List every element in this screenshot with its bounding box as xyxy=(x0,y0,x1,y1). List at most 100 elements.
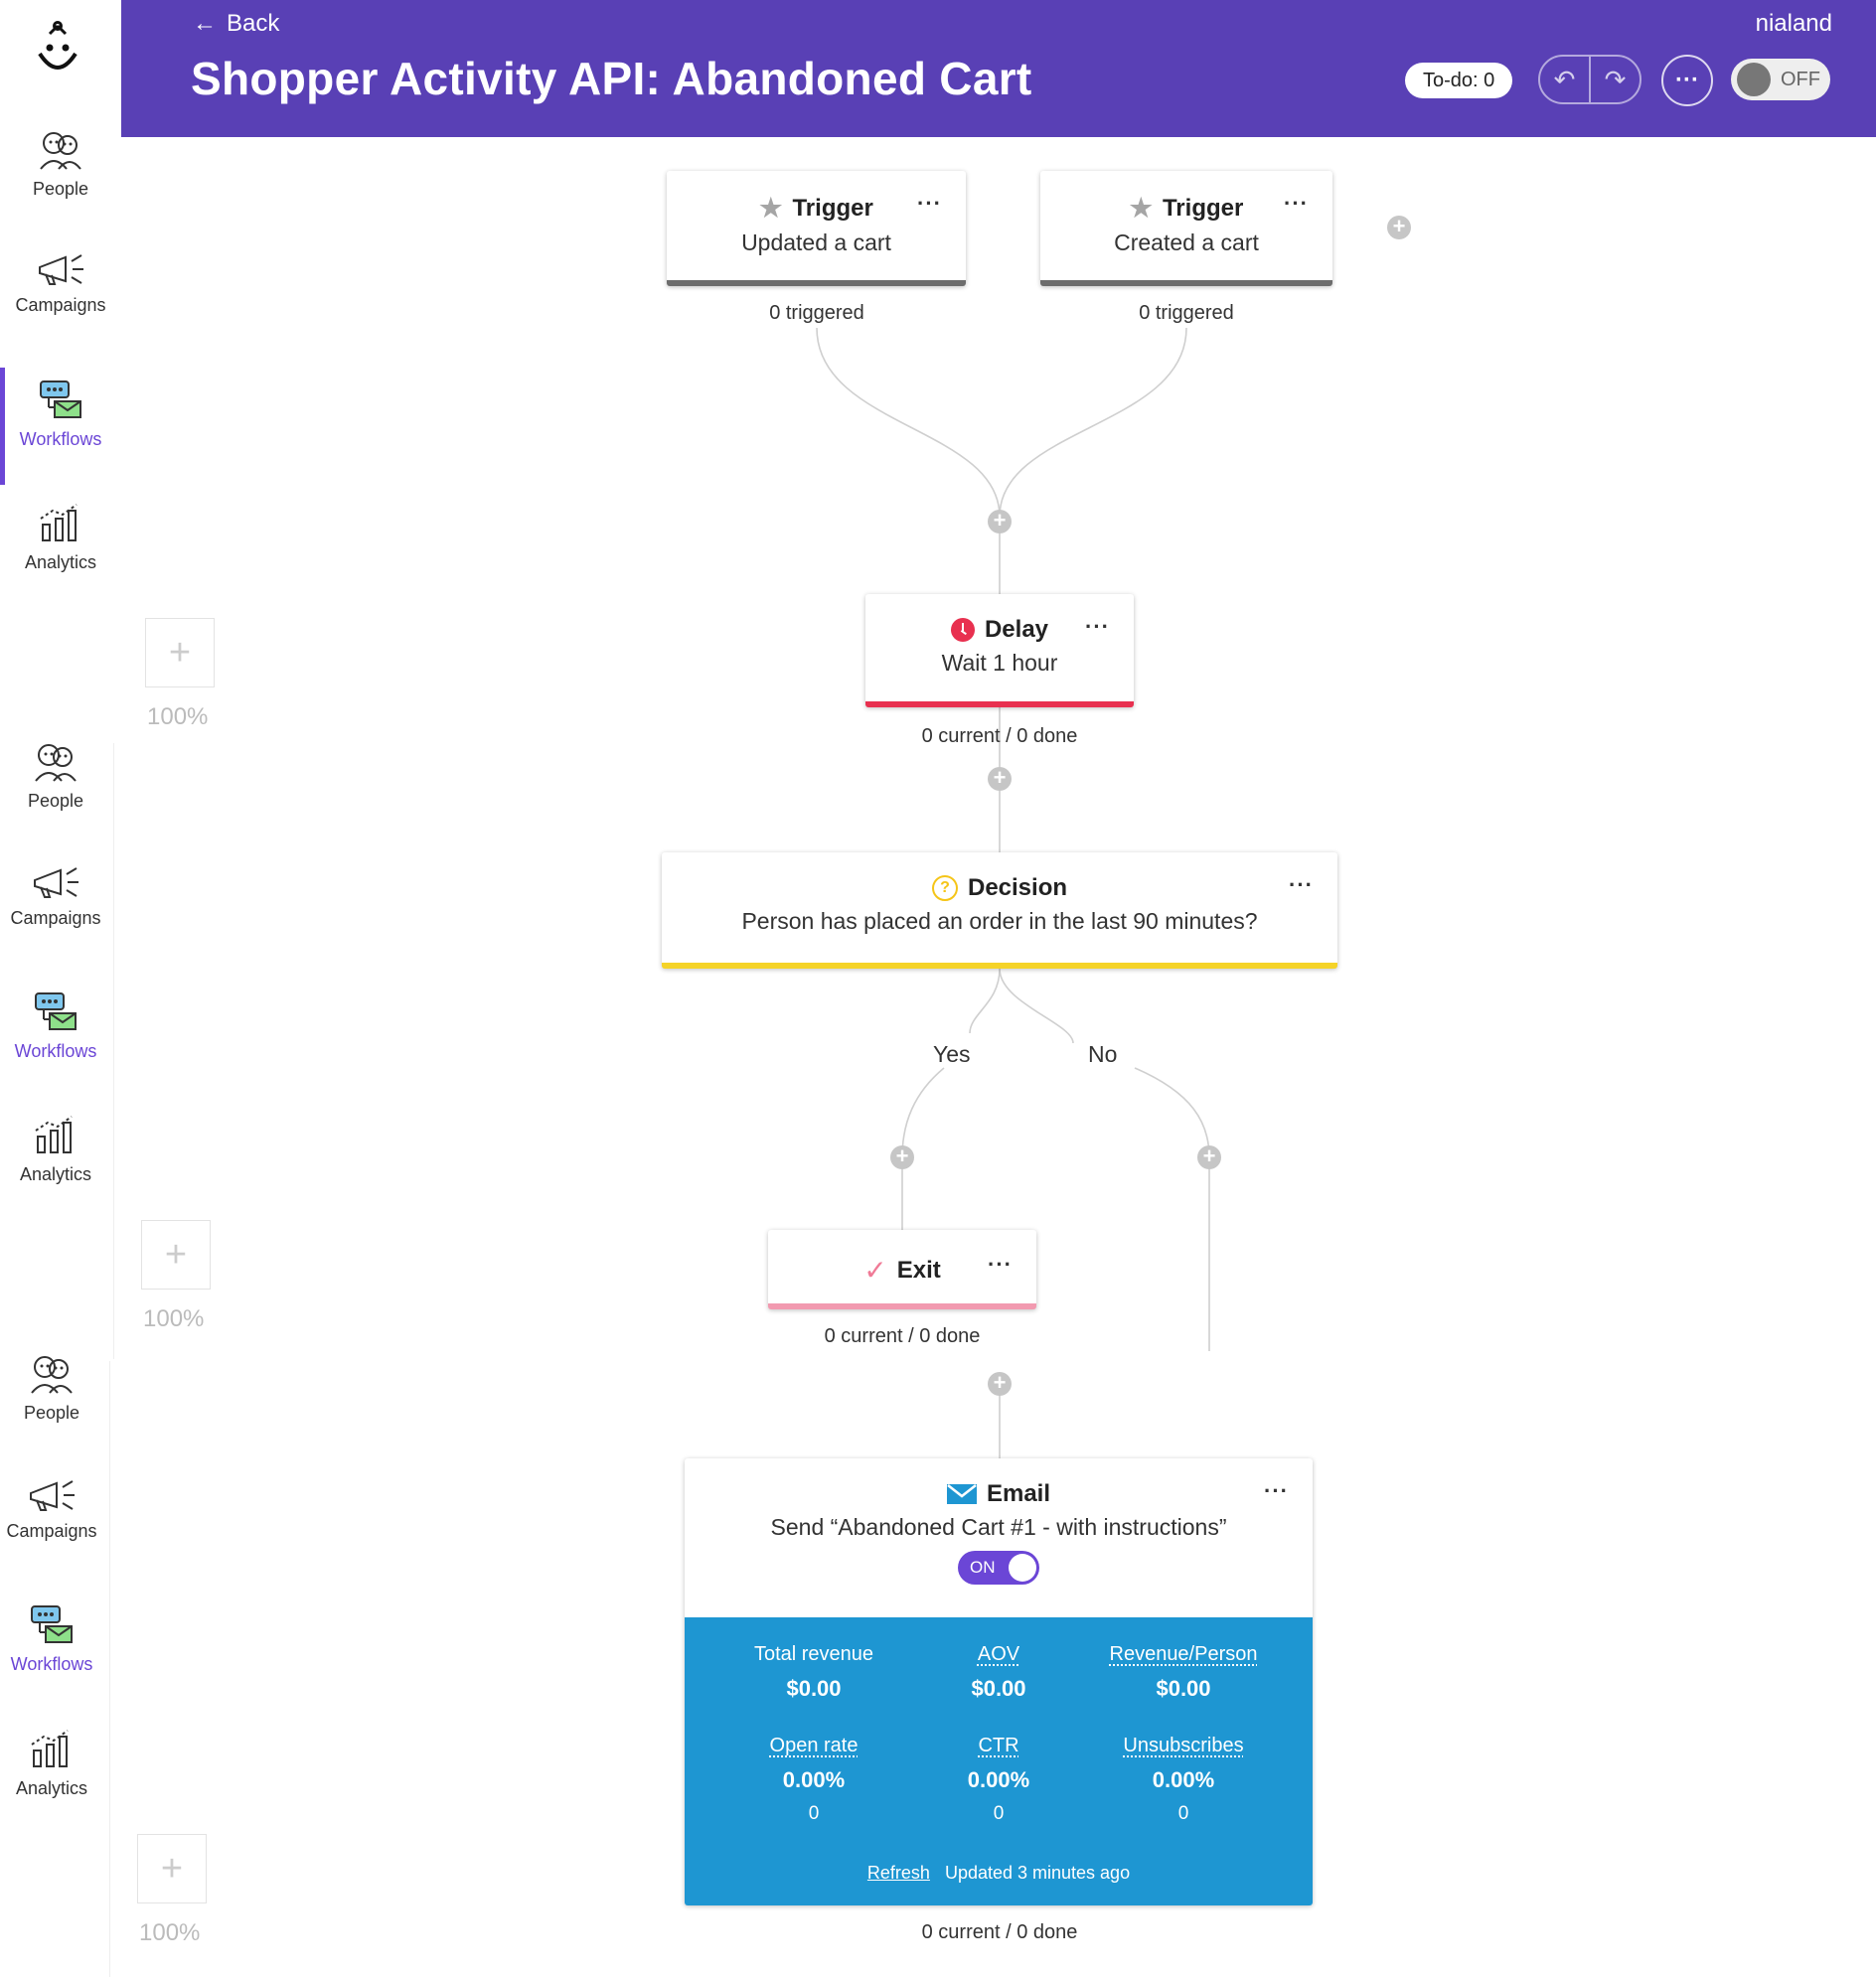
zoom-level: 100% xyxy=(143,1305,205,1332)
envelope-icon xyxy=(946,1484,977,1504)
sidebar-item-label: People xyxy=(27,791,84,811)
node-menu-button[interactable]: ··· xyxy=(1289,872,1314,897)
people-icon xyxy=(40,132,81,170)
stat-unsubscribes: Unsubscribes 0.00% 0 xyxy=(1123,1735,1244,1824)
trigger-count: 0 triggered xyxy=(769,302,864,324)
todo-badge[interactable]: To-do: 0 xyxy=(1405,63,1513,98)
email-count: 0 current / 0 done xyxy=(921,1921,1078,1943)
sidebar-item-label: Analytics xyxy=(24,552,97,572)
sidebar-item-analytics[interactable]: Analytics xyxy=(0,1115,116,1185)
sidebar-item-label: Workflows xyxy=(14,1041,97,1061)
back-link[interactable]: ← Back xyxy=(193,10,280,37)
analytics-icon xyxy=(35,1116,73,1153)
sidebar-item-label: Campaigns xyxy=(6,1521,97,1541)
zoom-in-button[interactable]: + xyxy=(137,1834,207,1903)
branch-no-label: No xyxy=(1088,1041,1118,1067)
sidebar-item-label: People xyxy=(32,179,89,199)
sidebar-item-label: Workflows xyxy=(10,1654,93,1674)
add-trigger-button[interactable]: + xyxy=(1387,216,1411,239)
sidebar-item-label: Campaigns xyxy=(10,908,101,928)
branch-yes-label: Yes xyxy=(933,1041,971,1067)
sidebar-item-analytics[interactable]: Analytics xyxy=(0,1729,112,1799)
star-icon: ★ xyxy=(759,193,783,223)
trigger-count: 0 triggered xyxy=(1139,302,1234,324)
sidebar-item-people[interactable]: People xyxy=(0,739,116,812)
delay-count: 0 current / 0 done xyxy=(921,725,1078,747)
node-menu-button[interactable]: ··· xyxy=(917,191,942,216)
node-menu-button[interactable]: ··· xyxy=(988,1252,1013,1277)
stat-aov: AOV $0.00 xyxy=(971,1643,1026,1701)
sidebar-item-people[interactable]: People xyxy=(0,127,121,200)
stat-ctr: CTR 0.00% 0 xyxy=(967,1735,1030,1824)
sidebar-item-analytics[interactable]: Analytics xyxy=(0,503,121,573)
sidebar-item-campaigns[interactable]: Campaigns xyxy=(0,1477,112,1542)
email-node[interactable]: Email Send “Abandoned Cart #1 - with ins… xyxy=(685,1458,1313,1905)
sidebar-divider xyxy=(113,743,114,1359)
more-options-button[interactable]: ··· xyxy=(1661,55,1713,106)
add-step-button[interactable]: + xyxy=(988,510,1012,533)
workflow-icon xyxy=(35,992,77,1030)
sidebar-item-workflows[interactable]: Workflows xyxy=(0,1602,112,1675)
user-menu[interactable]: nialand xyxy=(1755,10,1832,37)
sidebar-item-campaigns[interactable]: Campaigns xyxy=(0,251,121,316)
stat-total-revenue: Total revenue $0.00 xyxy=(753,1643,874,1701)
sidebar-item-workflows[interactable]: Workflows xyxy=(0,989,116,1062)
zoom-level: 100% xyxy=(139,1919,201,1946)
node-menu-button[interactable]: ··· xyxy=(1085,614,1110,639)
sidebar-divider xyxy=(109,1361,110,1977)
node-menu-button[interactable]: ··· xyxy=(1284,191,1309,216)
add-step-no-button[interactable]: + xyxy=(1197,1145,1221,1169)
workflow-on-off-toggle[interactable]: OFF xyxy=(1731,59,1830,100)
analytics-icon xyxy=(31,1730,69,1767)
sidebar-item-label: Workflows xyxy=(19,429,102,449)
sidebar-item-workflows[interactable]: Workflows xyxy=(0,378,121,450)
star-icon: ★ xyxy=(1129,193,1153,223)
megaphone-icon xyxy=(39,254,83,285)
trigger-node-created-cart[interactable]: ★Trigger Created a cart ··· xyxy=(1040,171,1332,286)
toggle-knob xyxy=(1737,63,1771,96)
active-nav-indicator xyxy=(0,368,5,485)
arrow-left-icon: ← xyxy=(193,10,217,37)
question-circle-icon: ? xyxy=(931,875,958,901)
page-title: Shopper Activity API: Abandoned Cart xyxy=(191,53,1032,104)
stat-revenue-person: Revenue/Person $0.00 xyxy=(1109,1643,1258,1701)
node-menu-button[interactable]: ··· xyxy=(1264,1478,1289,1503)
people-icon xyxy=(31,1356,73,1394)
app-logo-icon[interactable] xyxy=(34,20,81,77)
refresh-row: Refresh Updated 3 minutes ago xyxy=(685,1863,1313,1884)
analytics-icon xyxy=(40,504,78,541)
toggle-label: OFF xyxy=(1781,68,1820,90)
workflow-icon xyxy=(40,380,81,418)
add-step-button[interactable]: + xyxy=(988,1372,1012,1396)
add-step-button[interactable]: + xyxy=(988,767,1012,791)
undo-redo-group: ↶ ↷ xyxy=(1538,55,1642,104)
redo-icon[interactable]: ↷ xyxy=(1604,64,1627,94)
megaphone-icon xyxy=(34,867,78,898)
zoom-in-button[interactable]: + xyxy=(141,1220,211,1290)
refresh-link[interactable]: Refresh xyxy=(866,1863,930,1883)
people-icon xyxy=(35,744,77,782)
top-header: ← Back Shopper Activity API: Abandoned C… xyxy=(121,0,1876,137)
exit-count: 0 current / 0 done xyxy=(824,1325,981,1347)
exit-node[interactable]: ✓ Exit ··· xyxy=(768,1230,1036,1309)
workflow-icon xyxy=(31,1605,73,1643)
sidebar-item-campaigns[interactable]: Campaigns xyxy=(0,864,116,929)
sidebar-item-label: Analytics xyxy=(15,1778,88,1798)
updated-timestamp: Updated 3 minutes ago xyxy=(944,1863,1131,1883)
add-step-yes-button[interactable]: + xyxy=(890,1145,914,1169)
delay-node[interactable]: Delay Wait 1 hour ··· xyxy=(865,594,1134,707)
zoom-in-button[interactable]: + xyxy=(145,618,215,687)
clock-icon xyxy=(950,618,975,642)
zoom-level: 100% xyxy=(147,703,209,730)
sidebar-item-label: People xyxy=(23,1403,80,1423)
sidebar-item-label: Campaigns xyxy=(15,295,106,315)
undo-icon[interactable]: ↶ xyxy=(1540,57,1591,102)
stat-open-rate: Open rate 0.00% 0 xyxy=(769,1735,859,1824)
checkmark-icon: ✓ xyxy=(863,1255,887,1286)
sidebar-item-people[interactable]: People xyxy=(0,1351,112,1424)
sidebar-item-label: Analytics xyxy=(19,1164,92,1184)
email-on-toggle[interactable]: ON xyxy=(958,1551,1039,1585)
decision-node[interactable]: ? Decision Person has placed an order in… xyxy=(662,852,1337,969)
trigger-node-updated-cart[interactable]: ★Trigger Updated a cart ··· xyxy=(667,171,966,286)
megaphone-icon xyxy=(30,1480,75,1511)
